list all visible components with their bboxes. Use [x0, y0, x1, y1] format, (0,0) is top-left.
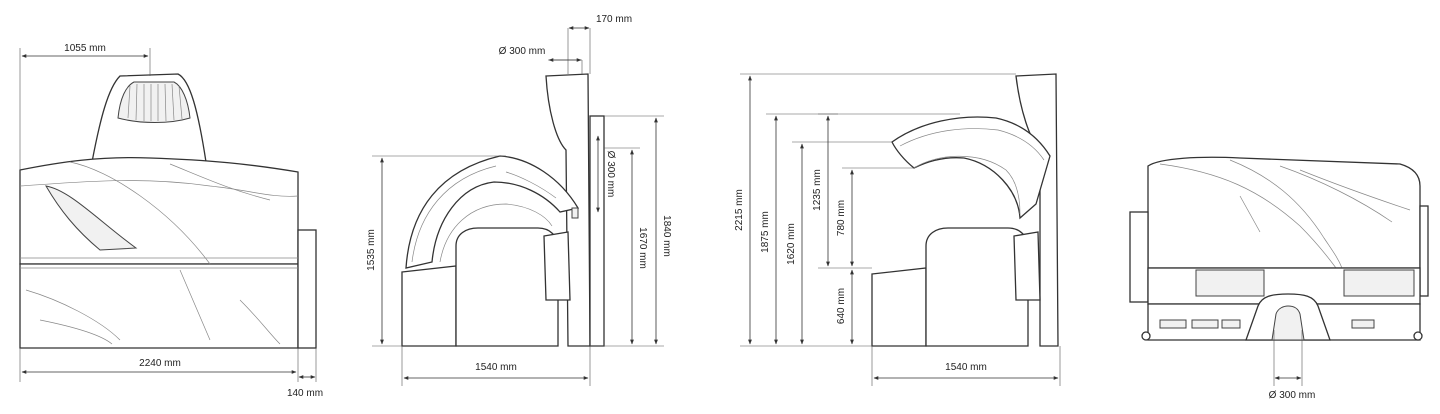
side-closed-vent [571, 207, 579, 219]
front-width-total-label: 2240 mm [139, 358, 181, 369]
back-vents [1159, 319, 1375, 329]
side-closed-seat [455, 227, 559, 347]
side-closed-height-total-label: 1840 mm [661, 215, 672, 257]
side-raised-view: 2215 mm 1875 mm 1620 mm 1235 mm 780 mm 6… [734, 73, 1061, 386]
side-closed-canopy [405, 155, 580, 269]
front-width-top-label: 1055 mm [64, 43, 106, 54]
side-raised-canopy [891, 116, 1051, 220]
side-raised-length-label: 1540 mm [945, 362, 987, 373]
side-raised-height-a-label: 1875 mm [760, 211, 771, 253]
front-view: 1055 mm 2240 mm 140 mm [19, 43, 323, 399]
side-closed-tube-dia-label: Ø 300 mm [499, 46, 546, 57]
front-main-body [19, 156, 299, 265]
side-closed-top-offset-label: 170 mm [596, 14, 632, 25]
back-tube-dia-label: Ø 300 mm [1269, 390, 1316, 401]
front-window [45, 185, 138, 251]
side-closed-column-cap [589, 115, 605, 347]
back-wheels [1141, 331, 1423, 341]
side-closed-canopy-lines [411, 165, 557, 263]
side-raised-height-total-label: 2215 mm [734, 189, 745, 231]
front-body-lines [19, 161, 299, 345]
side-closed-height-column-label: 1670 mm [637, 227, 648, 269]
front-vent-lines [127, 83, 183, 122]
side-raised-height-e-label: 640 mm [836, 288, 847, 324]
back-top-lines [1159, 159, 1411, 269]
front-side-block [297, 229, 317, 349]
side-raised-seat [925, 227, 1029, 347]
back-panel-left [1195, 269, 1265, 297]
side-closed-length-label: 1540 mm [475, 362, 517, 373]
side-closed-bed [401, 265, 457, 347]
back-side-block-right [1419, 205, 1429, 297]
back-view: Ø 300 mm [1129, 156, 1429, 401]
back-panel-right [1343, 269, 1415, 297]
side-raised-height-d-label: 780 mm [836, 200, 847, 236]
side-closed-tube-dia-vertical-label: Ø 300 mm [605, 151, 616, 198]
front-offset-label: 140 mm [287, 388, 323, 399]
side-raised-canopy-lines [899, 128, 1045, 215]
side-closed-height-canopy-label: 1535 mm [366, 229, 377, 271]
side-raised-bed [871, 267, 927, 347]
back-side-block-left [1129, 211, 1149, 303]
side-closed-front-block [543, 231, 571, 301]
side-raised-height-b-label: 1620 mm [786, 223, 797, 265]
front-lower-body [19, 263, 299, 349]
back-tube-opening [1271, 305, 1305, 341]
side-closed-view: 170 mm Ø 300 mm Ø 300 mm 1535 mm 1670 mm… [366, 14, 672, 386]
side-raised-front-block [1013, 231, 1041, 301]
side-raised-height-c-label: 1235 mm [812, 169, 823, 211]
